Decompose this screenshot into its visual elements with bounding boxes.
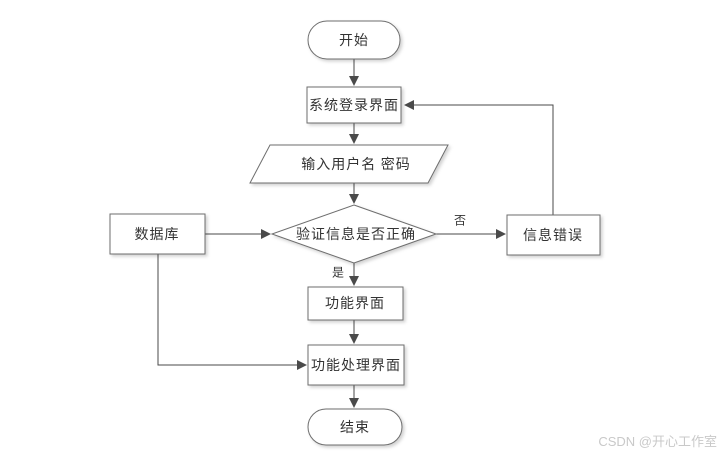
start-node-label: 开始 xyxy=(339,34,369,49)
database-node-label: 数据库 xyxy=(134,228,180,243)
input-node-label: 输入用户名 密码 xyxy=(301,158,411,173)
function-node-label: 功能界面 xyxy=(325,297,385,312)
edge-database-to-process xyxy=(157,254,307,370)
error-node-label: 信息错误 xyxy=(523,229,583,244)
verify-node-label: 验证信息是否正确 xyxy=(296,228,416,243)
database-node-shape xyxy=(109,213,206,255)
login-node-label: 系统登录界面 xyxy=(309,99,399,114)
login-node-shape xyxy=(306,86,402,124)
error-node-shape xyxy=(506,214,601,256)
start-node-shape xyxy=(307,20,401,60)
edge-error-to-login xyxy=(404,100,554,215)
input-node-shape xyxy=(249,144,449,184)
csdn-watermark: CSDN @开心工作室 xyxy=(598,434,717,449)
process-node-label: 功能处理界面 xyxy=(311,359,401,374)
function-node-shape xyxy=(307,286,404,321)
process-node-shape xyxy=(307,344,405,386)
end-node-label: 结束 xyxy=(340,421,370,436)
end-node-shape xyxy=(307,408,403,446)
edge-label-yes: 是 xyxy=(330,263,346,281)
verify-node-shape xyxy=(270,204,438,264)
edge-label-no: 否 xyxy=(452,211,468,229)
